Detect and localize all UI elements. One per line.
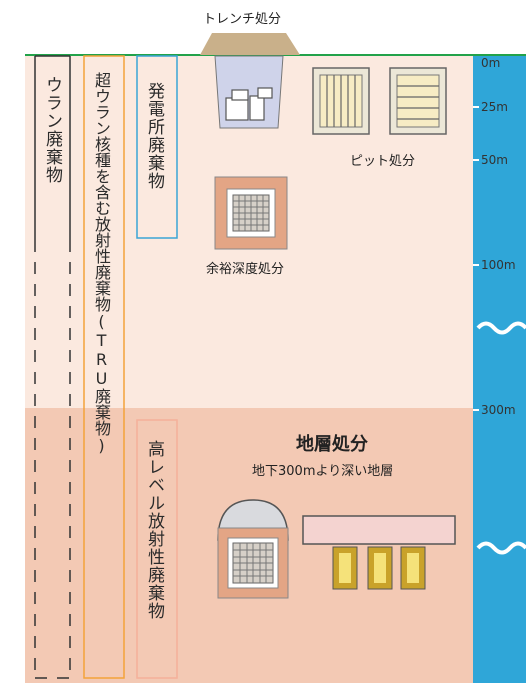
trench-pit [214,55,284,129]
depth-100m: 100m [481,258,516,272]
power-plant-waste-label: 発電所廃棄物 [144,82,164,190]
depth-50m: 50m [481,153,508,167]
depth-25m: 25m [481,100,508,114]
scale-strip [473,55,526,683]
geological-vault [217,499,289,599]
uranium-waste-label: ウラン廃棄物 [42,76,62,184]
power-plant-bracket [136,55,178,239]
tru-bracket [83,55,125,679]
geological-tunnel [302,515,456,545]
trench-label: トレンチ処分 [203,12,282,27]
tru-waste-label: 超ウラン核種を含む放射性廃棄物(TRU廃棄物) [92,72,111,455]
scale-break-lower [476,541,526,555]
high-level-canisters [332,546,426,590]
trench-mound [200,33,300,55]
geological-subtitle: 地下300mより深い地層 [252,464,394,479]
pit-label: ピット処分 [350,154,416,169]
trench-waste-packages [225,87,273,121]
intermediate-depth-facility [214,176,288,250]
pit-facility-1 [312,67,370,135]
depth-ticks [473,106,479,411]
depth-300m: 300m [481,403,516,417]
pit-facility-2 [389,67,447,135]
high-level-bracket [136,419,178,679]
depth-0m: 0m [481,56,501,70]
scale-break-upper [476,321,526,335]
intermediate-depth-label: 余裕深度処分 [206,262,285,277]
geological-title: 地層処分 [296,434,368,455]
high-level-waste-label: 高レベル放射性廃棄物 [144,440,164,620]
